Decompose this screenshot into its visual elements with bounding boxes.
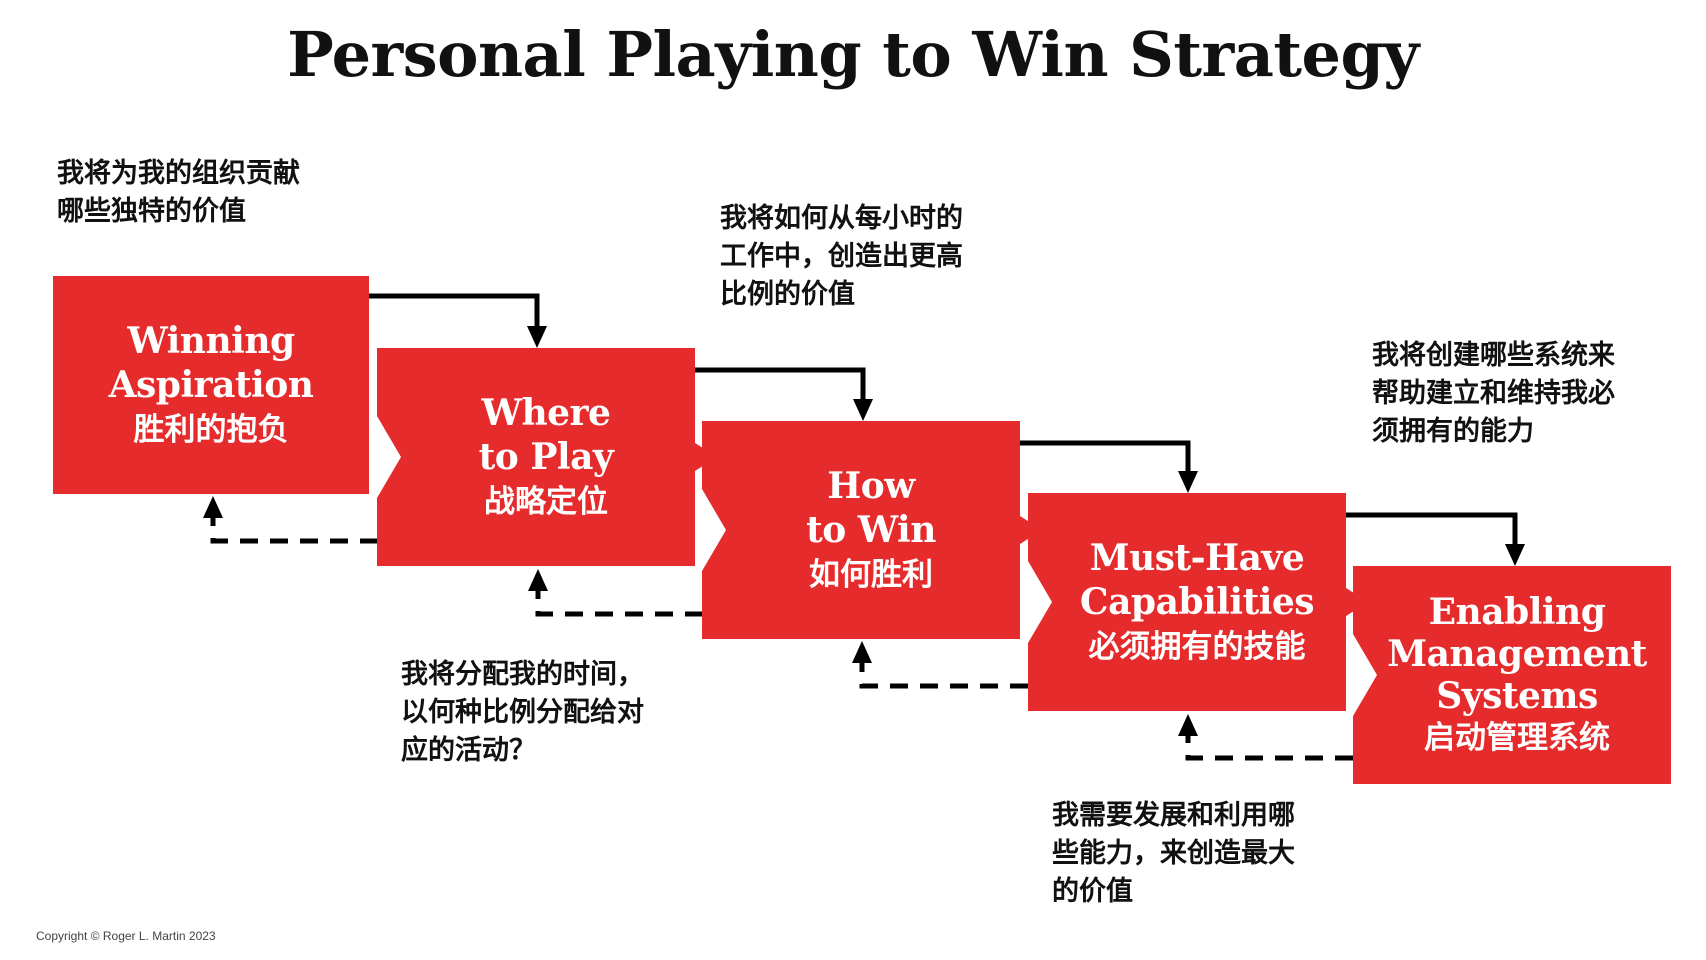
step-box [377,348,717,566]
step-enabling-management-systems: Enabling Management Systems 启动管理系统 [1353,566,1673,784]
step-title-en: Must-Have Capabilities [1079,537,1315,623]
step-must-have-capabilities: Must-Have Capabilities 必须拥有的技能 [1028,493,1368,711]
feedback-arrow-2 [528,569,703,617]
note-capabilities: 我需要发展和利用哪 些能力，来创造最大 的价值 [1052,800,1295,907]
step-title-zh: 必须拥有的技能 [1088,629,1306,665]
feedback-arrow-4 [1178,714,1353,761]
step-how-to-win: How to Win 如何胜利 [702,421,1042,639]
feedback-arrow-3 [852,641,1028,689]
forward-arrow-4 [1345,512,1525,566]
step-title-en: How to Win [806,465,936,551]
page-title: Personal Playing to Win Strategy [287,18,1419,91]
step-title-zh: 如何胜利 [809,557,933,593]
forward-arrow-3 [1018,440,1198,493]
copyright: Copyright © Roger L. Martin 2023 [36,929,216,943]
feedback-arrow-1 [203,496,378,544]
step-title-en: Where to Play [478,392,614,478]
step-where-to-play: Where to Play 战略定位 [377,348,717,566]
step-title-zh: 胜利的抱负 [133,412,289,448]
forward-arrow-1 [368,293,547,348]
note-aspiration: 我将为我的组织贡献 哪些独特的价值 [57,158,300,227]
step-title-zh: 启动管理系统 [1424,720,1610,756]
step-box [702,421,1042,639]
step-box [1028,493,1368,711]
note-where-to-play: 我将分配我的时间， 以何种比例分配给对 应的活动？ [401,659,644,766]
note-management: 我将创建哪些系统来 帮助建立和维持我必 须拥有的能力 [1372,340,1615,447]
step-winning-aspiration: Winning Aspiration 胜利的抱负 [53,276,373,494]
step-title-en: Winning Aspiration [108,320,314,406]
note-how-to-win: 我将如何从每小时的 工作中，创造出更高 比例的价值 [720,203,963,310]
forward-arrow-2 [693,367,873,421]
step-title-en: Enabling Management Systems [1387,591,1647,717]
step-box [1353,566,1671,784]
step-title-zh: 战略定位 [484,484,608,520]
step-box [53,276,369,494]
